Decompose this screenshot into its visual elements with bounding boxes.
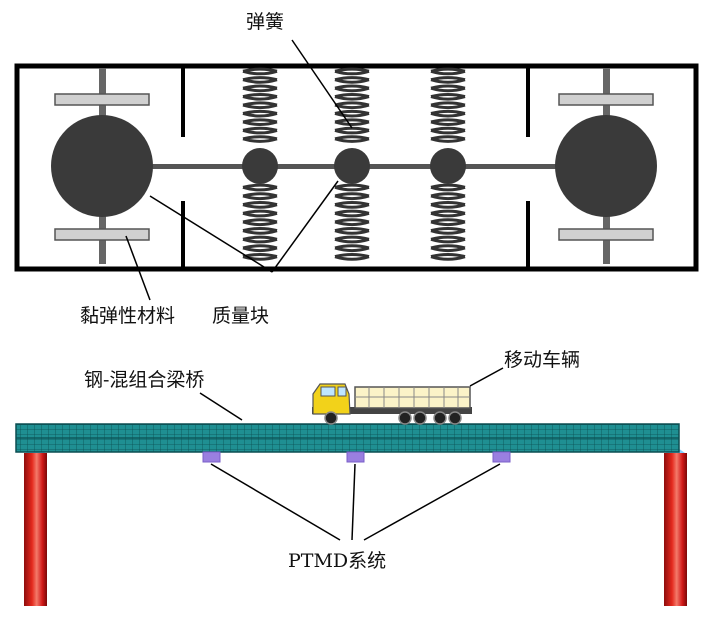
right-pier	[664, 453, 687, 606]
divider-walls	[181, 66, 530, 269]
spring-1	[242, 67, 278, 261]
spring-group	[242, 67, 466, 261]
spring-3	[430, 67, 466, 261]
bridge-label: 钢-混组合梁桥	[84, 369, 204, 391]
spring-label: 弹簧	[246, 11, 284, 33]
leader-lines-top	[125, 39, 353, 301]
ptmd-box-2	[346, 451, 365, 463]
ptmd-system-label: PTMD系统	[288, 550, 386, 572]
ptmd-box-3	[492, 451, 511, 463]
ptmd-box-1	[202, 451, 221, 463]
spring-2	[334, 67, 370, 261]
moving-vehicle	[312, 383, 472, 425]
left-pier	[24, 453, 47, 606]
leader-lines-bottom	[199, 367, 504, 541]
left-large-mass	[51, 115, 153, 217]
vehicle-label: 移动车辆	[504, 349, 580, 371]
device-frame	[14, 63, 699, 272]
mass-block-label: 质量块	[212, 305, 269, 327]
truck-wheels	[324, 411, 462, 425]
small-mass-2	[334, 148, 370, 184]
ptmd-device-schematic: 弹簧 黏弹性材料 质量块	[14, 11, 699, 327]
viscoelastic-material-label: 黏弹性材料	[80, 305, 175, 327]
truck-cargo	[354, 386, 471, 409]
bridge-model: 钢-混组合梁桥 移动车辆 PTMD系统	[15, 349, 687, 606]
small-mass-1	[242, 148, 278, 184]
small-mass-3	[430, 148, 466, 184]
right-large-mass	[555, 115, 657, 217]
